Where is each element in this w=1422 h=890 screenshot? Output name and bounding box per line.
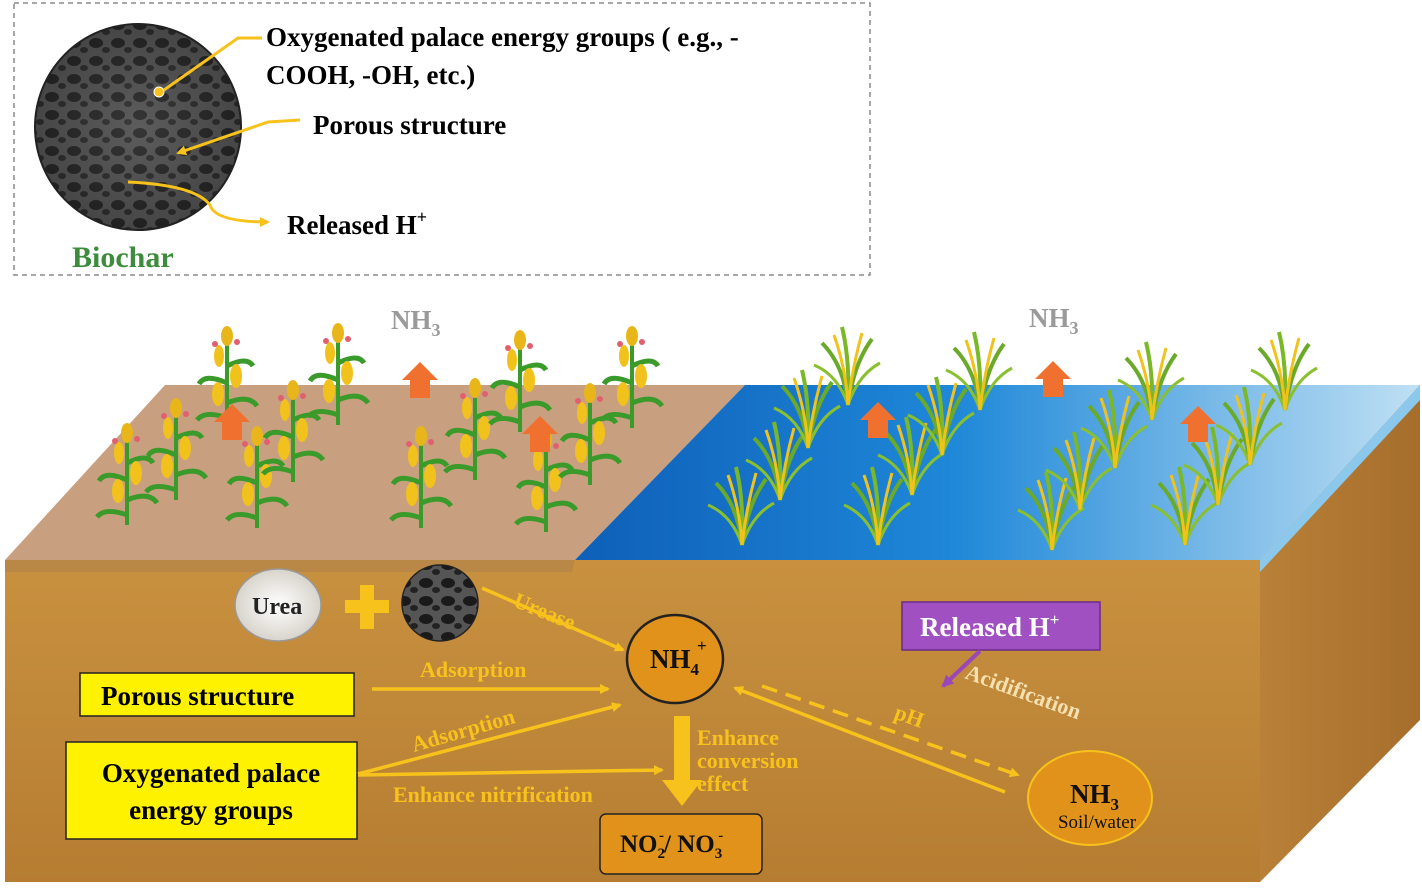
acidification-arrow (941, 649, 982, 688)
nh3-to-nh4-arrow (733, 686, 1006, 794)
nh3-label-left: NH3 (391, 305, 441, 340)
oxygen-group-dot (153, 86, 165, 98)
inset-oxygen-label-line2: COOH, -OH, etc.) (266, 60, 475, 90)
biochar-micrograph (34, 23, 242, 231)
inset-released-sup: + (417, 207, 427, 227)
released-leader (127, 180, 270, 227)
nh4-text: NH (650, 644, 691, 674)
water-top-surface (575, 385, 1420, 560)
enhance-conversion-line1: Enhance (697, 725, 779, 750)
oxygen-adsorption-arrow (357, 702, 622, 776)
nh3-left-sub: 3 (432, 320, 441, 340)
nh3-soil-sub: 3 (1111, 795, 1120, 814)
nh3-soil-text: NH (1070, 779, 1111, 809)
inset-released-label: Released H+ (287, 207, 427, 240)
water-side-edge (1260, 385, 1420, 572)
process-diagram: Urea NH4+ Urease Porous structure Adsorp… (65, 564, 1153, 875)
no3-sup: - (718, 828, 723, 844)
porous-structure-box (79, 672, 355, 717)
soil-side-face (1260, 385, 1420, 882)
nh3-right-text: NH (1029, 303, 1070, 333)
oxygenated-groups-line2: energy groups (129, 795, 293, 825)
no2-sup: - (659, 828, 664, 844)
released-h-text: Released H (920, 612, 1050, 642)
nitrite-nitrate-label: NO2 -/ NO3 - (620, 828, 723, 862)
nitrite-nitrate-box (599, 813, 763, 875)
plus-icon-vertical (360, 585, 374, 629)
nitrification-arrow (357, 765, 664, 777)
nh4-circle (625, 613, 725, 705)
urea-label: Urea (252, 594, 302, 620)
conversion-down-arrow (662, 716, 702, 806)
nh4-sub: 4 (691, 660, 700, 679)
porous-leader (176, 118, 301, 156)
soil-block (5, 385, 1420, 882)
enhance-conversion-line3: effect (697, 771, 749, 796)
urea-granules (234, 568, 322, 642)
oxygenated-groups-line1: Oxygenated palace (102, 758, 320, 788)
nh4-to-nh3-dashed-arrow (761, 684, 1020, 778)
enhance-conversion-line2: conversion (697, 748, 798, 773)
no3-text: / NO (663, 831, 715, 858)
porous-structure-label: Porous structure (101, 681, 294, 711)
no2-text: NO (620, 831, 658, 858)
urease-arrow (481, 586, 625, 652)
released-h-box (901, 601, 1101, 651)
biochar-title: Biochar (72, 241, 174, 274)
no3-sub: 3 (715, 846, 723, 862)
nh4-sup: + (697, 636, 707, 655)
released-h-label: Released H+ (920, 610, 1059, 642)
nh3-left-text: NH (391, 305, 432, 335)
inset-porous-label: Porous structure (313, 110, 506, 140)
soil-water-label: Soil/water (1058, 812, 1137, 833)
enhance-nitrification-label: Enhance nitrification (393, 782, 593, 807)
nh3-label-right: NH3 (1029, 303, 1079, 338)
inset-released-text: Released H (287, 210, 417, 240)
nh3-soil-label: NH3 (1070, 779, 1119, 814)
biochar-particle (401, 564, 479, 642)
nh3-right-sub: 3 (1070, 318, 1079, 338)
no2-sub: 2 (658, 846, 666, 862)
oxygen-group-leader (163, 36, 262, 92)
inset-panel: Oxygenated palace energy groups ( e.g., … (13, 2, 871, 276)
nh4-label: NH4 + (650, 636, 707, 679)
adsorption-label-1: Adsorption (420, 657, 526, 682)
released-h-sup: + (1050, 610, 1060, 629)
inset-oxygen-label-line1: Oxygenated palace energy groups ( e.g., … (266, 22, 739, 52)
oxygenated-groups-box (65, 741, 358, 840)
nh3-soil-water-circle (1027, 750, 1153, 846)
soil-top-surface (5, 385, 745, 560)
